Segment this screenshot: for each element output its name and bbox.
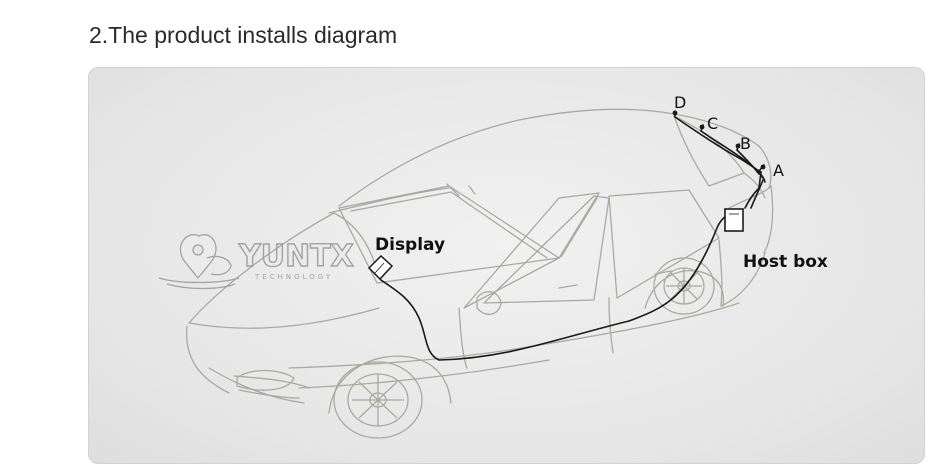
sensor-a-label: A [773,161,784,180]
watermark-logo: YUNTX TECHNOLOGY [158,234,354,290]
host-box-label: Host box [743,252,828,272]
sensor-a-icon [760,164,766,170]
sensor-d-icon [672,110,678,116]
sensor-dots [672,110,766,170]
location-pin-icon [158,234,240,290]
front-wheel [333,361,423,439]
sensor-c-icon [699,124,705,130]
display-label: Display [375,235,445,255]
watermark-tagline: TECHNOLOGY [254,273,333,281]
host-box-icon [724,208,744,232]
sensor-b-label: B [740,134,751,153]
watermark-brand: YUNTX [238,239,354,274]
page-title: 2.The product installs diagram [89,22,398,48]
sensor-b-icon [735,143,741,149]
diagram-panel: Display Host box D C B A YUNTX TECHNOLOG… [88,67,925,464]
sensor-c-label: C [707,114,718,133]
wiring-harness [380,110,766,361]
car-installation-diagram: Display Host box D C B A YUNTX TECHNOLOG… [158,93,828,439]
sensor-d-label: D [674,93,686,112]
car-outline [185,108,774,414]
display-unit-icon [367,254,394,281]
